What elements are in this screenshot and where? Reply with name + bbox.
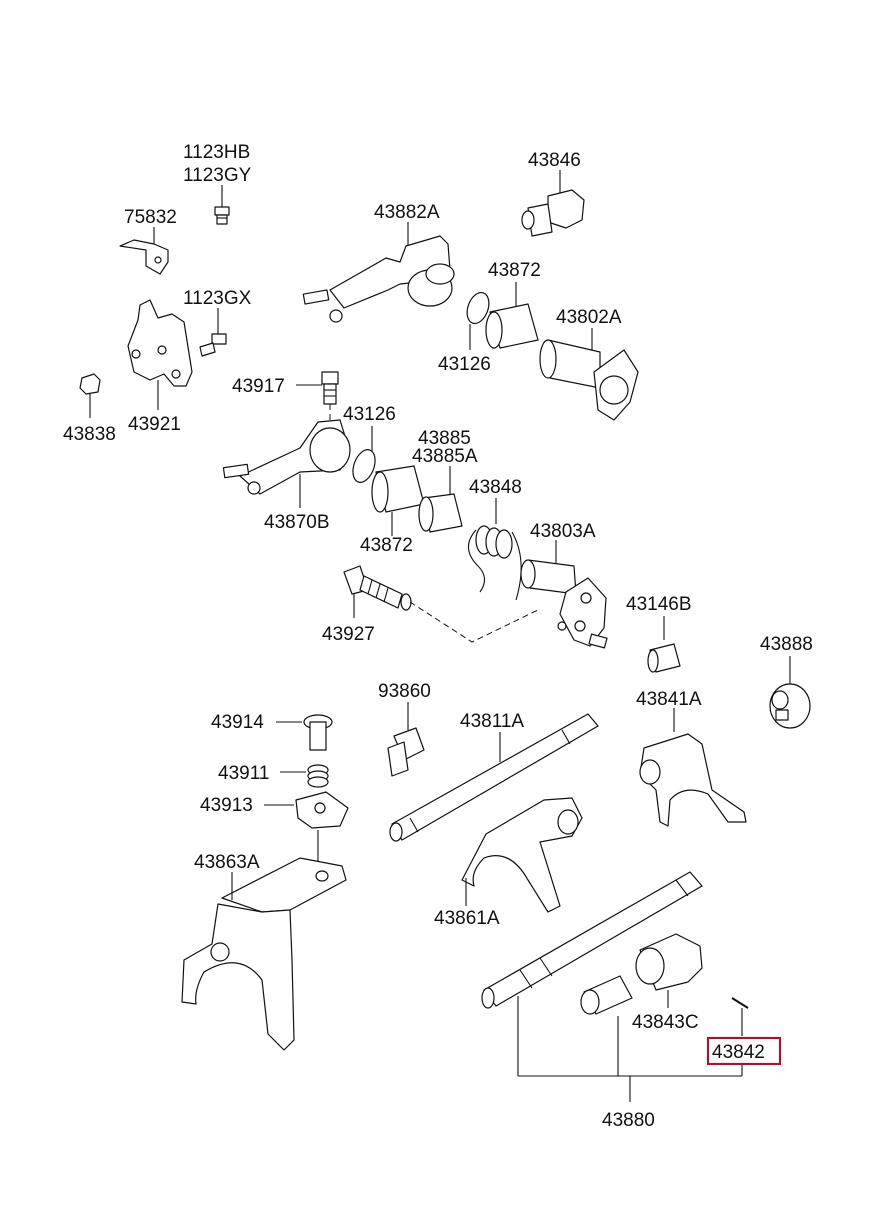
label-43848[interactable]: 43848 (469, 477, 522, 498)
label-43882a[interactable]: 43882A (374, 202, 440, 223)
bush-43872-mid (371, 465, 425, 536)
pin-43842 (731, 997, 749, 1036)
label-43803a[interactable]: 43803A (530, 521, 596, 542)
bolt-43927 (343, 565, 539, 643)
label-43921[interactable]: 43921 (128, 414, 181, 435)
label-43885a[interactable]: 43885A (412, 446, 478, 467)
cap-43888 (769, 656, 811, 729)
bolt-1123hb (214, 185, 230, 225)
label-43841a[interactable]: 43841A (636, 689, 702, 710)
rail-43880 (481, 871, 703, 1009)
label-43802a[interactable]: 43802A (556, 307, 622, 328)
bush-43880 (580, 975, 633, 1015)
label-43863a[interactable]: 43863A (194, 852, 260, 873)
label-43870b[interactable]: 43870B (264, 512, 330, 533)
label-43872-mid[interactable]: 43872 (360, 535, 413, 556)
label-43843c[interactable]: 43843C (632, 1012, 699, 1033)
label-43846[interactable]: 43846 (528, 150, 581, 171)
label-43126-mid[interactable]: 43126 (343, 404, 396, 425)
lever-43870b (222, 419, 351, 508)
ring-43126-mid (352, 426, 376, 483)
label-43888[interactable]: 43888 (760, 634, 813, 655)
plate-43913 (264, 791, 349, 862)
spring-43911 (280, 764, 329, 788)
label-43126-top[interactable]: 43126 (438, 354, 491, 375)
pin-43914 (276, 714, 333, 751)
bracket-75832 (119, 227, 169, 275)
label-43872-top[interactable]: 43872 (488, 260, 541, 281)
label-43811a[interactable]: 43811A (460, 711, 524, 732)
label-43885[interactable]: 43885 (418, 428, 471, 449)
label-43913[interactable]: 43913 (200, 795, 253, 816)
shaft-43802a (539, 328, 639, 421)
ring-43126-top (466, 291, 490, 350)
spring-43848 (467, 498, 522, 601)
label-1123gy[interactable]: 1123GY (183, 165, 252, 186)
label-43914[interactable]: 43914 (211, 712, 264, 733)
bush-43872-top (485, 282, 539, 349)
label-93860[interactable]: 93860 (378, 681, 431, 702)
bracket-43921 (127, 299, 193, 410)
lever-43882a (302, 222, 455, 323)
rail-43811a (389, 713, 599, 842)
label-43861a[interactable]: 43861A (434, 908, 500, 929)
label-43917[interactable]: 43917 (232, 376, 285, 397)
fork-43841a (639, 708, 747, 827)
label-43927[interactable]: 43927 (322, 624, 375, 645)
label-43880[interactable]: 43880 (602, 1110, 655, 1131)
label-43842[interactable]: 43842 (712, 1042, 765, 1063)
sensor-93860 (387, 702, 425, 777)
fork-43863a (181, 857, 347, 1051)
bush-43146b (647, 616, 681, 673)
label-1123hb[interactable]: 1123HB (183, 142, 250, 163)
assembly-bracket-43880 (517, 996, 743, 1102)
bush-43885 (418, 466, 463, 533)
label-43146b[interactable]: 43146B (626, 594, 692, 615)
plug-43846 (521, 170, 585, 237)
collar-43843c (635, 933, 703, 1008)
label-75832[interactable]: 75832 (124, 207, 177, 228)
highlight-box-43842 (707, 1037, 781, 1065)
label-1123gx[interactable]: 1123GX (183, 288, 252, 309)
label-43911[interactable]: 43911 (218, 763, 269, 784)
bolt-43917 (296, 371, 339, 438)
label-43838[interactable]: 43838 (63, 424, 116, 445)
fork-43861a (461, 797, 583, 913)
bolt-1123gx (199, 308, 227, 357)
cap-43838 (79, 373, 101, 418)
shaft-43803a (520, 540, 608, 649)
